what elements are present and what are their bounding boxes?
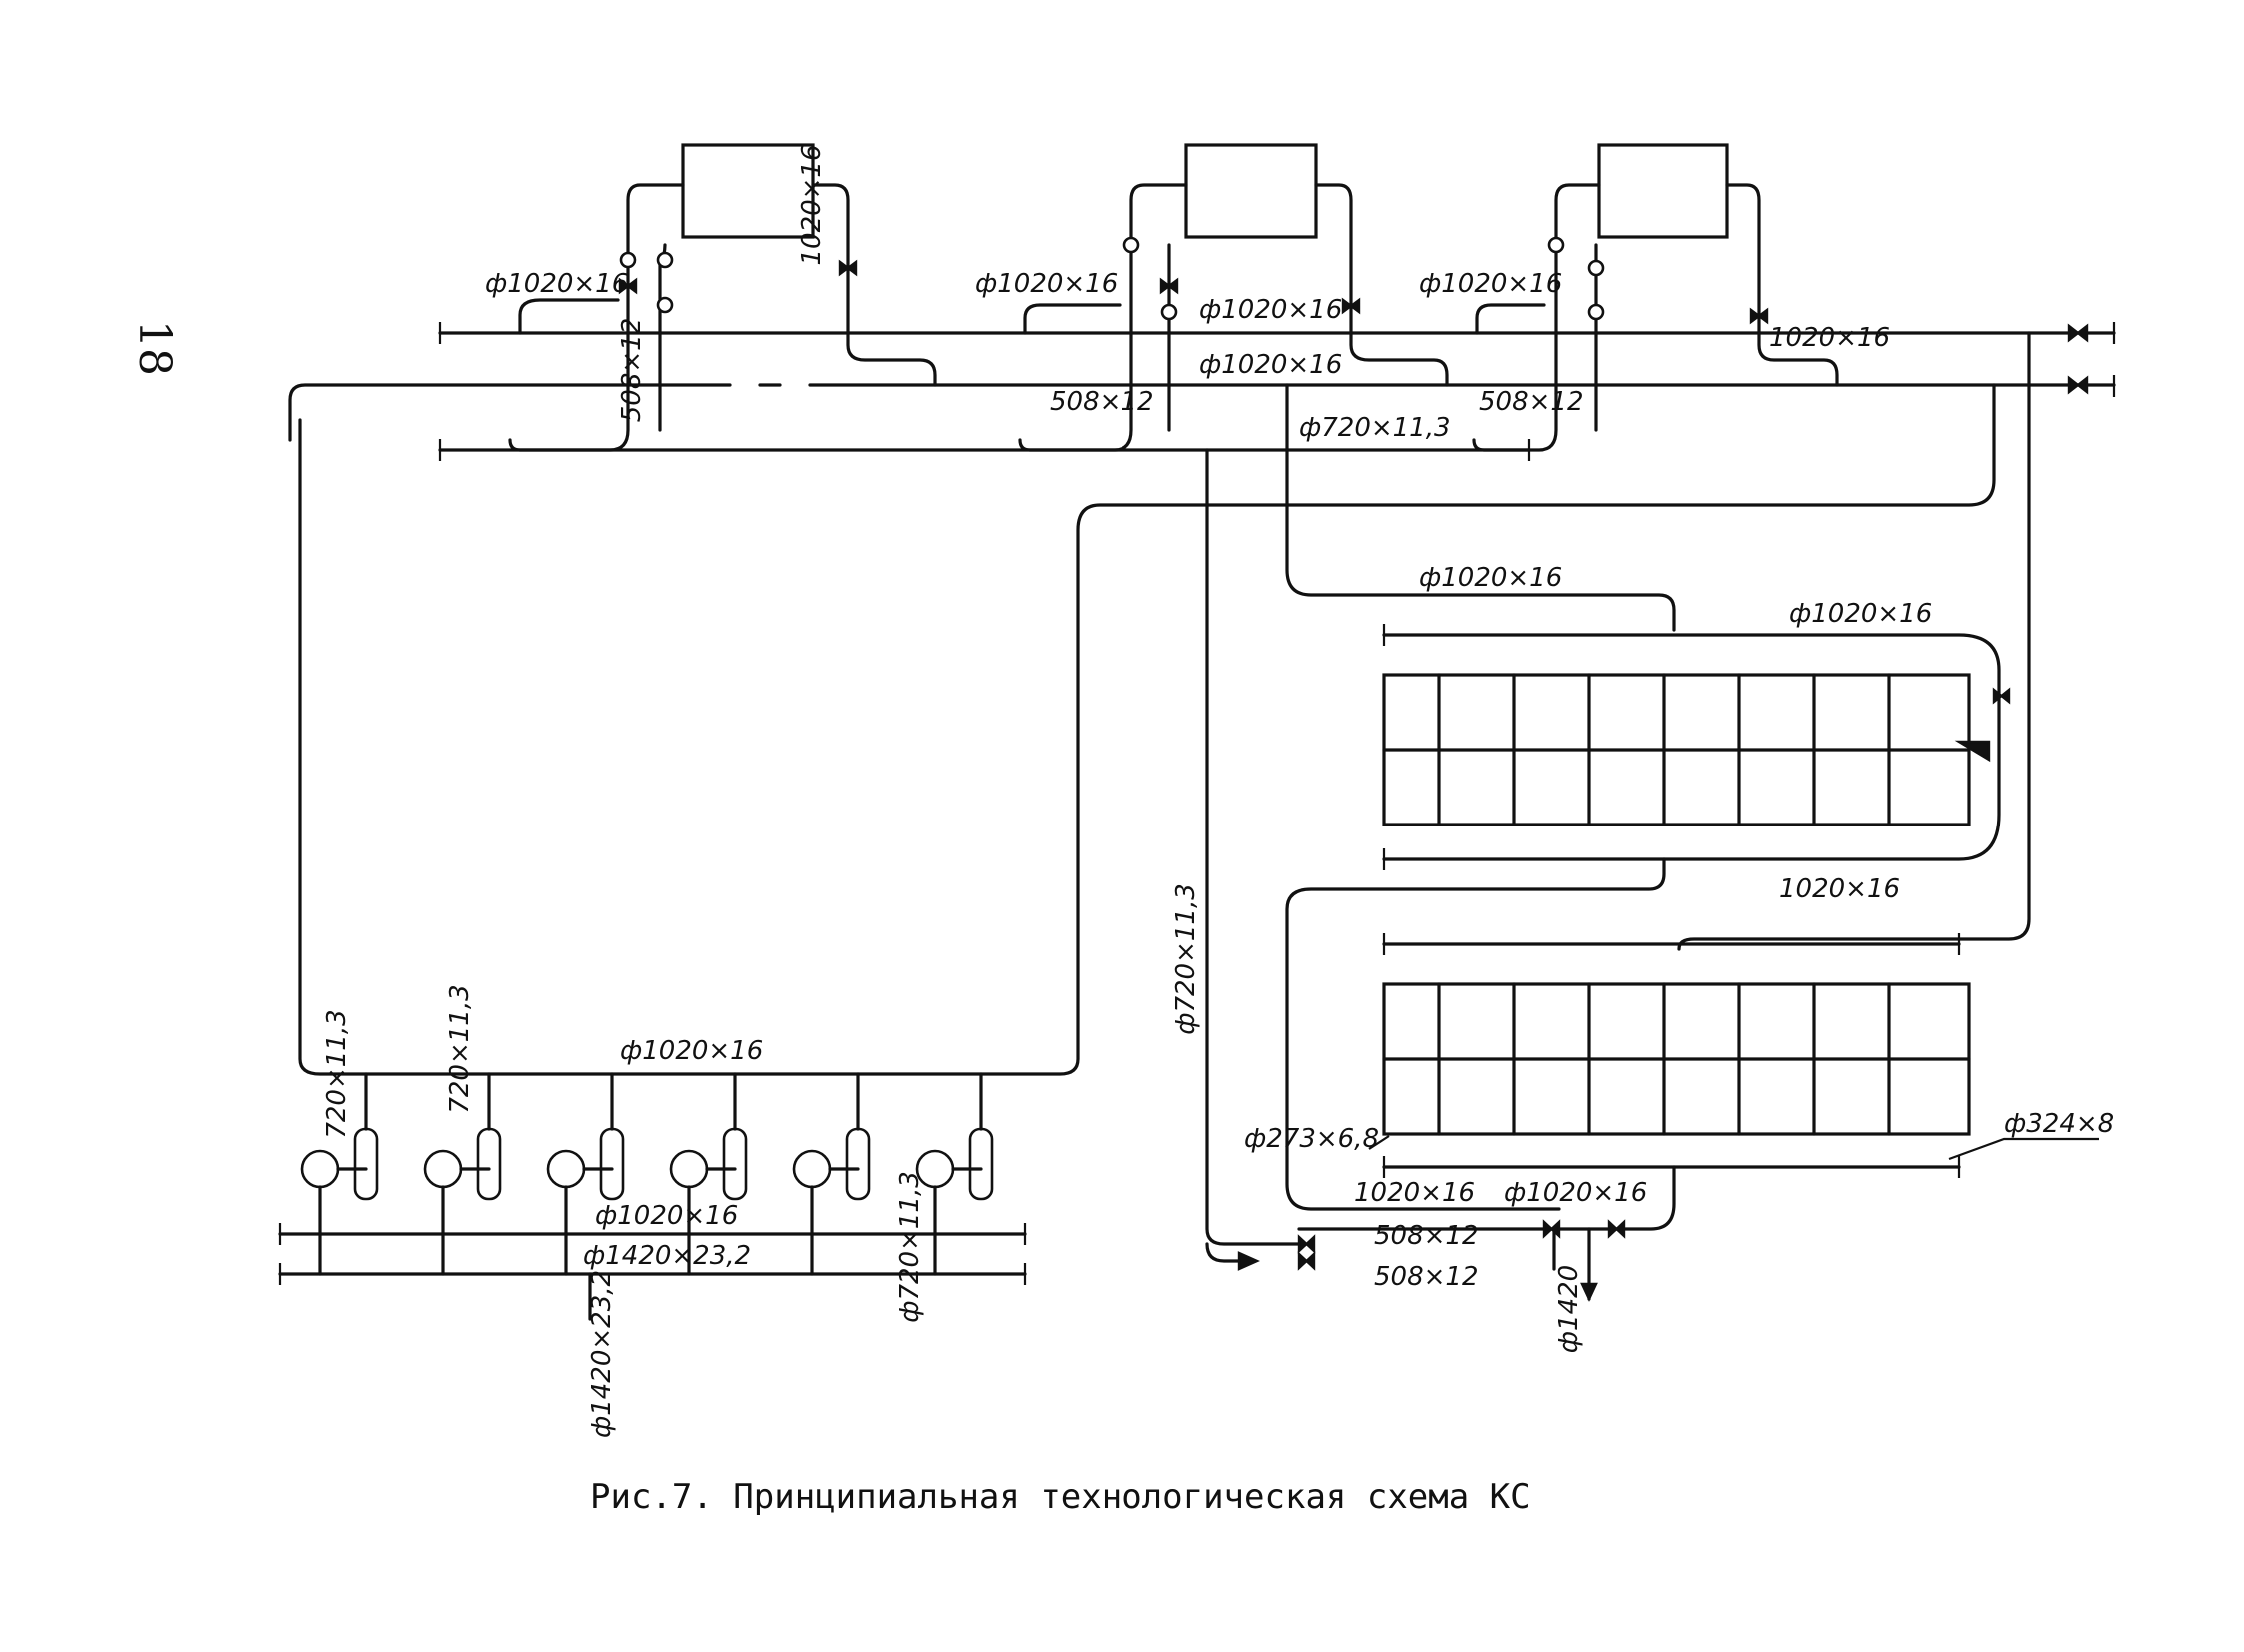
vertical-mains [1205, 383, 1676, 1271]
dust-collector-4 [669, 1072, 748, 1276]
label-b2: ф1020×16 [1789, 599, 1932, 629]
label-t3: 508×12 [617, 318, 647, 423]
label-t6: ф1020×16 [1199, 350, 1342, 380]
label-s1: 720×11,3 [322, 1009, 352, 1138]
label-s3: ф1020×16 [620, 1036, 763, 1066]
dust-collector-3 [546, 1072, 625, 1276]
air-cooler-block-1 [1285, 624, 2011, 1211]
label-t2: 1020×16 [797, 144, 827, 265]
inlet-headers [278, 1223, 1027, 1321]
label-s4: ф1020×16 [595, 1201, 738, 1231]
label-t1: ф1020×16 [485, 269, 628, 299]
pipe-720-vertical [1205, 448, 1301, 1246]
label-f7: ф1420 [1554, 1265, 1584, 1353]
dust-collector-6 [915, 1072, 994, 1276]
air-cooler-block-2 [1297, 933, 2099, 1302]
label-t4: ф1020×16 [975, 269, 1118, 299]
label-f3: 1020×16 [1354, 1178, 1475, 1208]
gpa-unit-1 [681, 143, 815, 239]
label-s5: ф1420×23,2 [583, 1241, 751, 1271]
label-f1: ф273×6,8 [1244, 1124, 1379, 1154]
header-pipe-2 [288, 383, 2116, 442]
gpa-unit-2 [1184, 143, 1318, 239]
label-t9: 508×12 [1479, 387, 1584, 417]
label-t7: 508×12 [1050, 387, 1154, 417]
unit-connections [298, 183, 2031, 1076]
figure-caption: Рис.7. Принципиальная технологическая сх… [590, 1477, 1531, 1517]
compressor-units-top [681, 143, 1729, 239]
label-f5: 508×12 [1374, 1221, 1479, 1251]
label-f2: ф324×8 [2004, 1109, 2114, 1139]
label-t10: 1020×16 [1769, 323, 1890, 353]
label-f6: 508×12 [1374, 1262, 1479, 1292]
label-s6: ф720×11,3 [895, 1171, 925, 1323]
label-v1: ф720×11,3 [1171, 883, 1201, 1035]
header-pipes [288, 322, 2116, 461]
dust-collectors [300, 1072, 994, 1276]
dust-collector-2 [423, 1072, 502, 1276]
dust-collector-1 [300, 1072, 379, 1276]
label-b3: 1020×16 [1779, 874, 1900, 904]
dust-collector-5 [792, 1072, 871, 1276]
pipe-labels: ф1020×16 1020×16 508×12 ф1020×16 ф1020×1… [322, 144, 2114, 1438]
label-s7: ф1420×23,2 [587, 1270, 617, 1438]
label-f4: ф1020×16 [1504, 1178, 1647, 1208]
label-s2: 720×11,3 [445, 984, 475, 1113]
page-number: 18 [129, 320, 180, 376]
label-b1: ф1020×16 [1419, 563, 1562, 593]
label-t8: ф1020×16 [1419, 269, 1562, 299]
label-t5: ф1020×16 [1199, 295, 1342, 325]
label-t11: ф720×11,3 [1299, 413, 1451, 443]
gpa-unit-3 [1597, 143, 1729, 239]
